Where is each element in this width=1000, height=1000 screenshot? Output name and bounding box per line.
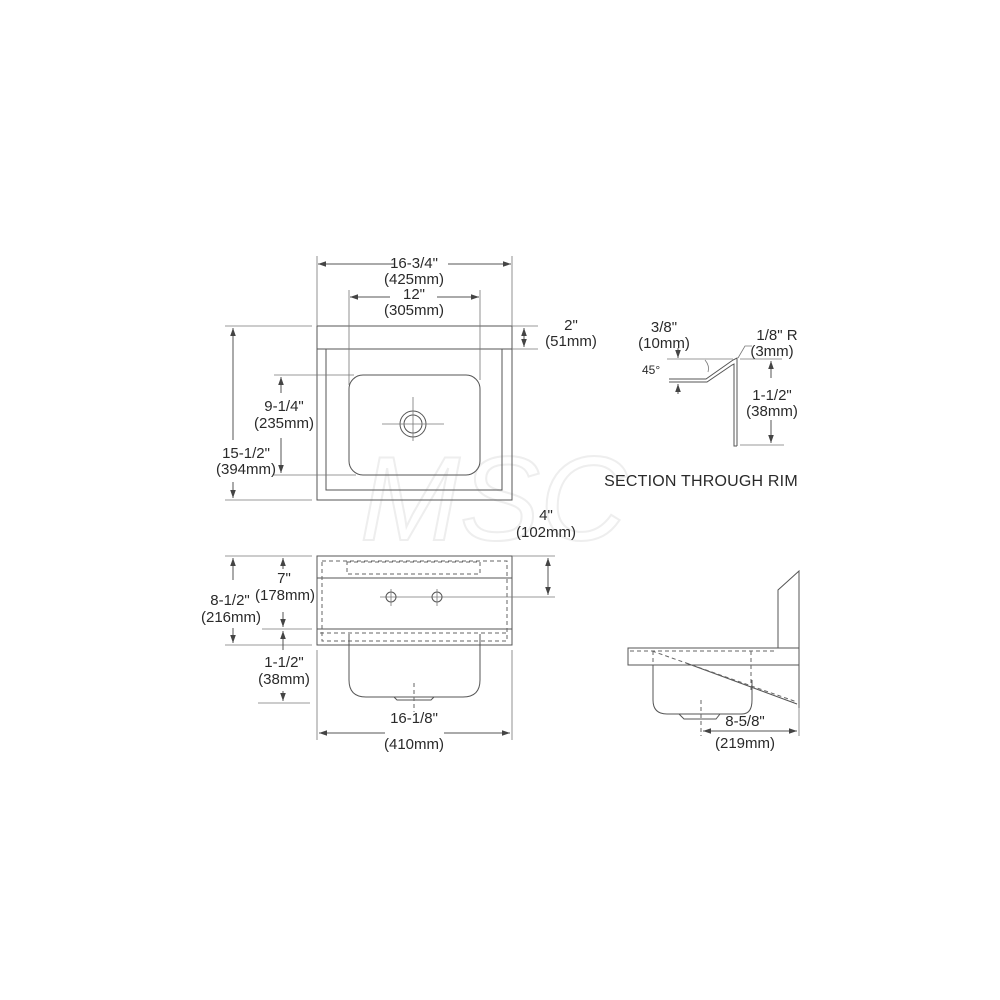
overall-depth-metric: (394mm): [216, 461, 276, 478]
flange-metric: (10mm): [638, 335, 690, 352]
section-through-rim: 3/8" (10mm) 45° 1/8" R (3mm) 1-1/2" (38m…: [604, 319, 798, 490]
bowl-below-rim-metric: (38mm): [258, 671, 310, 688]
overall-depth-imperial: 15-1/2": [222, 445, 270, 462]
faucet-height-imperial: 4": [539, 507, 553, 524]
overall-width-imperial: 16-3/4": [390, 255, 438, 272]
side-view: 8-5/8" (219mm): [627, 569, 800, 752]
flange-imperial: 3/8": [651, 319, 677, 336]
rim-height-imperial: 1-1/2": [752, 387, 792, 404]
bowl-width-imperial: 12": [403, 286, 425, 303]
rim-height-metric: (38mm): [746, 403, 798, 420]
top-view: 16-3/4" (425mm) 12" (305mm) 2" (51mm) 15…: [216, 255, 597, 501]
bowl-front-profile: [348, 634, 481, 698]
backsplash-height-imperial: 7": [277, 570, 291, 587]
faucet-holes-icon: [380, 589, 444, 606]
backsplash-depth-metric: (51mm): [545, 333, 597, 350]
bowl-depth-imperial: 9-1/4": [264, 398, 304, 415]
radius-metric: (3mm): [750, 343, 793, 360]
rim-profile: [669, 357, 738, 446]
side-bowl: [652, 665, 753, 715]
front-view: 4" (102mm) 8-1/2" (216mm) 7" (178mm) 1-1…: [201, 507, 576, 753]
hidden-outline: [321, 560, 508, 642]
front-width-metric: (410mm): [384, 736, 444, 753]
section-title: SECTION THROUGH RIM: [604, 473, 798, 490]
side-backsplash: [777, 569, 800, 708]
backsplash-depth-imperial: 2": [564, 317, 578, 334]
radius-imperial: 1/8" R: [756, 327, 797, 344]
faucet-height-metric: (102mm): [516, 524, 576, 541]
side-deck: [627, 647, 800, 666]
inner-rim: [325, 349, 503, 491]
front-view-outline: [316, 555, 513, 646]
front-width-imperial: 16-1/8": [390, 710, 438, 727]
total-height-metric: (216mm): [201, 609, 261, 626]
bowl-depth-metric: (235mm): [254, 415, 314, 432]
overall-width-metric: (425mm): [384, 271, 444, 288]
bowl-outline: [348, 374, 481, 476]
svg-text:MSC: MSC: [360, 432, 628, 566]
drain-icon: [382, 397, 444, 441]
total-height-imperial: 8-1/2": [210, 592, 250, 609]
watermark: MSC: [359, 431, 629, 567]
top-view-outline: [316, 325, 513, 501]
bowl-below-rim-imperial: 1-1/2": [264, 654, 304, 671]
bowl-width-metric: (305mm): [384, 302, 444, 319]
drain-offset-imperial: 8-5/8": [725, 713, 765, 730]
drain-offset-metric: (219mm): [715, 735, 775, 752]
angle-label: 45°: [642, 363, 660, 377]
backsplash-height-metric: (178mm): [255, 587, 315, 604]
